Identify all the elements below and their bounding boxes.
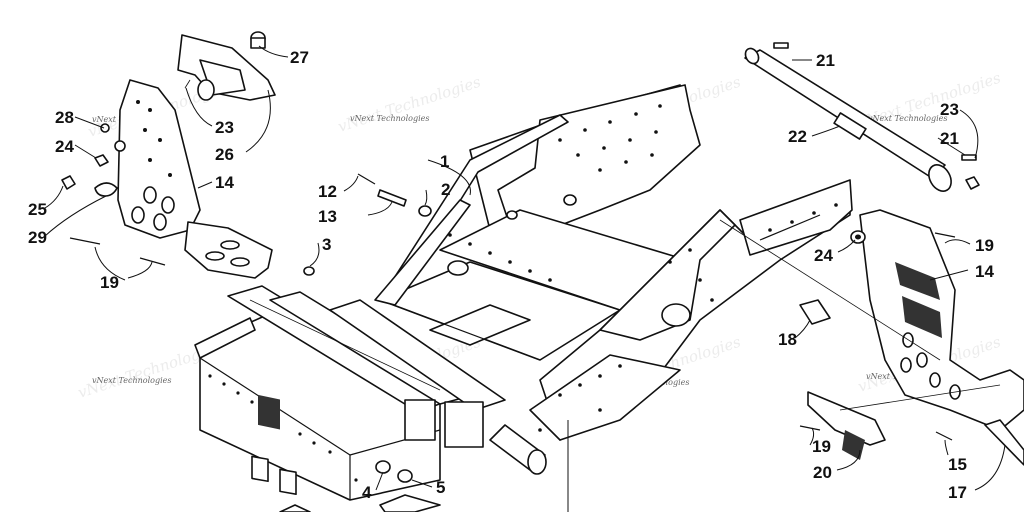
steering-post-end xyxy=(928,164,952,192)
callout-14-right: 14 xyxy=(975,262,994,281)
nut xyxy=(965,176,980,190)
bulkhead-tube xyxy=(447,260,469,276)
bottom-part xyxy=(279,504,311,512)
callout-21-mid: 21 xyxy=(940,129,959,148)
pin-13 xyxy=(377,189,407,207)
callout-19-right-top: 19 xyxy=(975,236,994,255)
center-hardware xyxy=(279,173,441,512)
perforation-pattern xyxy=(448,104,838,432)
callout-numbers: 27 23 26 14 28 24 25 29 19 1 2 12 13 3 4… xyxy=(28,48,994,502)
pin xyxy=(934,232,956,238)
leader-lines xyxy=(44,45,1006,512)
watermark: vNext Technologies xyxy=(868,114,947,123)
footrest-holes xyxy=(131,100,250,267)
callout-17: 17 xyxy=(948,483,967,502)
frame-bracket xyxy=(258,394,280,430)
washer-hole xyxy=(855,234,861,240)
callout-1: 1 xyxy=(440,152,449,171)
bolt xyxy=(961,154,977,161)
frame-side-hole xyxy=(563,194,577,206)
callout-23-left: 23 xyxy=(215,118,234,137)
bottom-part xyxy=(379,494,441,512)
frame-cutout xyxy=(251,455,269,483)
tunnel-edge xyxy=(379,299,541,361)
callout-19-left: 19 xyxy=(100,273,119,292)
rail-bracket xyxy=(404,399,436,441)
callout-20: 20 xyxy=(813,463,832,482)
footrest-bracket-tab xyxy=(842,430,865,460)
frame-side-hole xyxy=(661,303,691,327)
footrest-bracket xyxy=(807,391,886,446)
frame-shoe xyxy=(529,354,681,441)
rail-bracket xyxy=(444,401,484,448)
footrest-rail xyxy=(984,419,1024,466)
bushing-3 xyxy=(303,266,315,276)
knob-body xyxy=(250,37,266,49)
steering-post-end xyxy=(744,47,760,65)
callout-25: 25 xyxy=(28,200,47,219)
washer-4 xyxy=(375,460,391,474)
frame-edge xyxy=(759,214,821,241)
callout-29: 29 xyxy=(28,228,47,247)
screw xyxy=(184,79,191,89)
clip xyxy=(799,299,831,325)
callout-19-right-bottom: 19 xyxy=(812,437,831,456)
callout-13: 13 xyxy=(318,207,337,226)
main-chassis-frame xyxy=(194,84,853,501)
steering-post-clamp xyxy=(833,112,867,140)
pin xyxy=(139,257,166,266)
pin-12 xyxy=(357,173,376,185)
footrest-plate-right xyxy=(859,209,1024,431)
callout-3: 3 xyxy=(322,235,331,254)
frame-spar-lower xyxy=(374,199,471,306)
callout-18: 18 xyxy=(778,330,797,349)
footrest-plate-left xyxy=(117,79,201,239)
frame-side-hole xyxy=(506,210,518,220)
callout-24-left: 24 xyxy=(55,137,74,156)
left-footrest-assembly xyxy=(61,31,276,279)
tunnel-opening xyxy=(429,304,531,346)
footrest-step-left xyxy=(184,221,273,279)
nut xyxy=(94,154,109,167)
right-assembly xyxy=(744,42,1024,466)
footrest-holes-right xyxy=(900,332,961,400)
washer-5 xyxy=(397,469,413,483)
callout-5: 5 xyxy=(436,478,445,497)
callout-28: 28 xyxy=(55,108,74,127)
callout-2: 2 xyxy=(441,180,450,199)
watermark-shadow: vNext Technologies xyxy=(336,73,484,136)
footrest-grip-mesh xyxy=(895,262,942,338)
frame-side-gusset xyxy=(599,209,736,341)
callout-22: 22 xyxy=(788,127,807,146)
cross-tube-end xyxy=(527,449,547,475)
callout-12: 12 xyxy=(318,182,337,201)
clamp xyxy=(94,182,118,197)
bolt xyxy=(773,42,789,49)
cover-boss xyxy=(197,79,215,101)
callout-15: 15 xyxy=(948,455,967,474)
frame-cutout xyxy=(279,468,297,496)
slide-rail-right xyxy=(329,299,506,411)
pin xyxy=(69,237,101,245)
washer xyxy=(114,140,126,152)
callout-27: 27 xyxy=(290,48,309,67)
fitting xyxy=(61,175,76,190)
callout-23-right: 23 xyxy=(940,100,959,119)
callout-26: 26 xyxy=(215,145,234,164)
watermark: vNext Technologies xyxy=(92,376,171,385)
rear-frame-top-flange xyxy=(194,317,256,359)
rivet-row xyxy=(208,374,358,482)
bushing-2 xyxy=(418,205,432,217)
callout-4: 4 xyxy=(362,483,372,502)
washer xyxy=(100,123,110,133)
pin xyxy=(799,425,821,431)
callout-21-top: 21 xyxy=(816,51,835,70)
pin xyxy=(935,431,953,441)
watermark: vNext Technologies xyxy=(350,114,429,123)
callout-14-left: 14 xyxy=(215,173,234,192)
callout-24-right: 24 xyxy=(814,246,833,265)
